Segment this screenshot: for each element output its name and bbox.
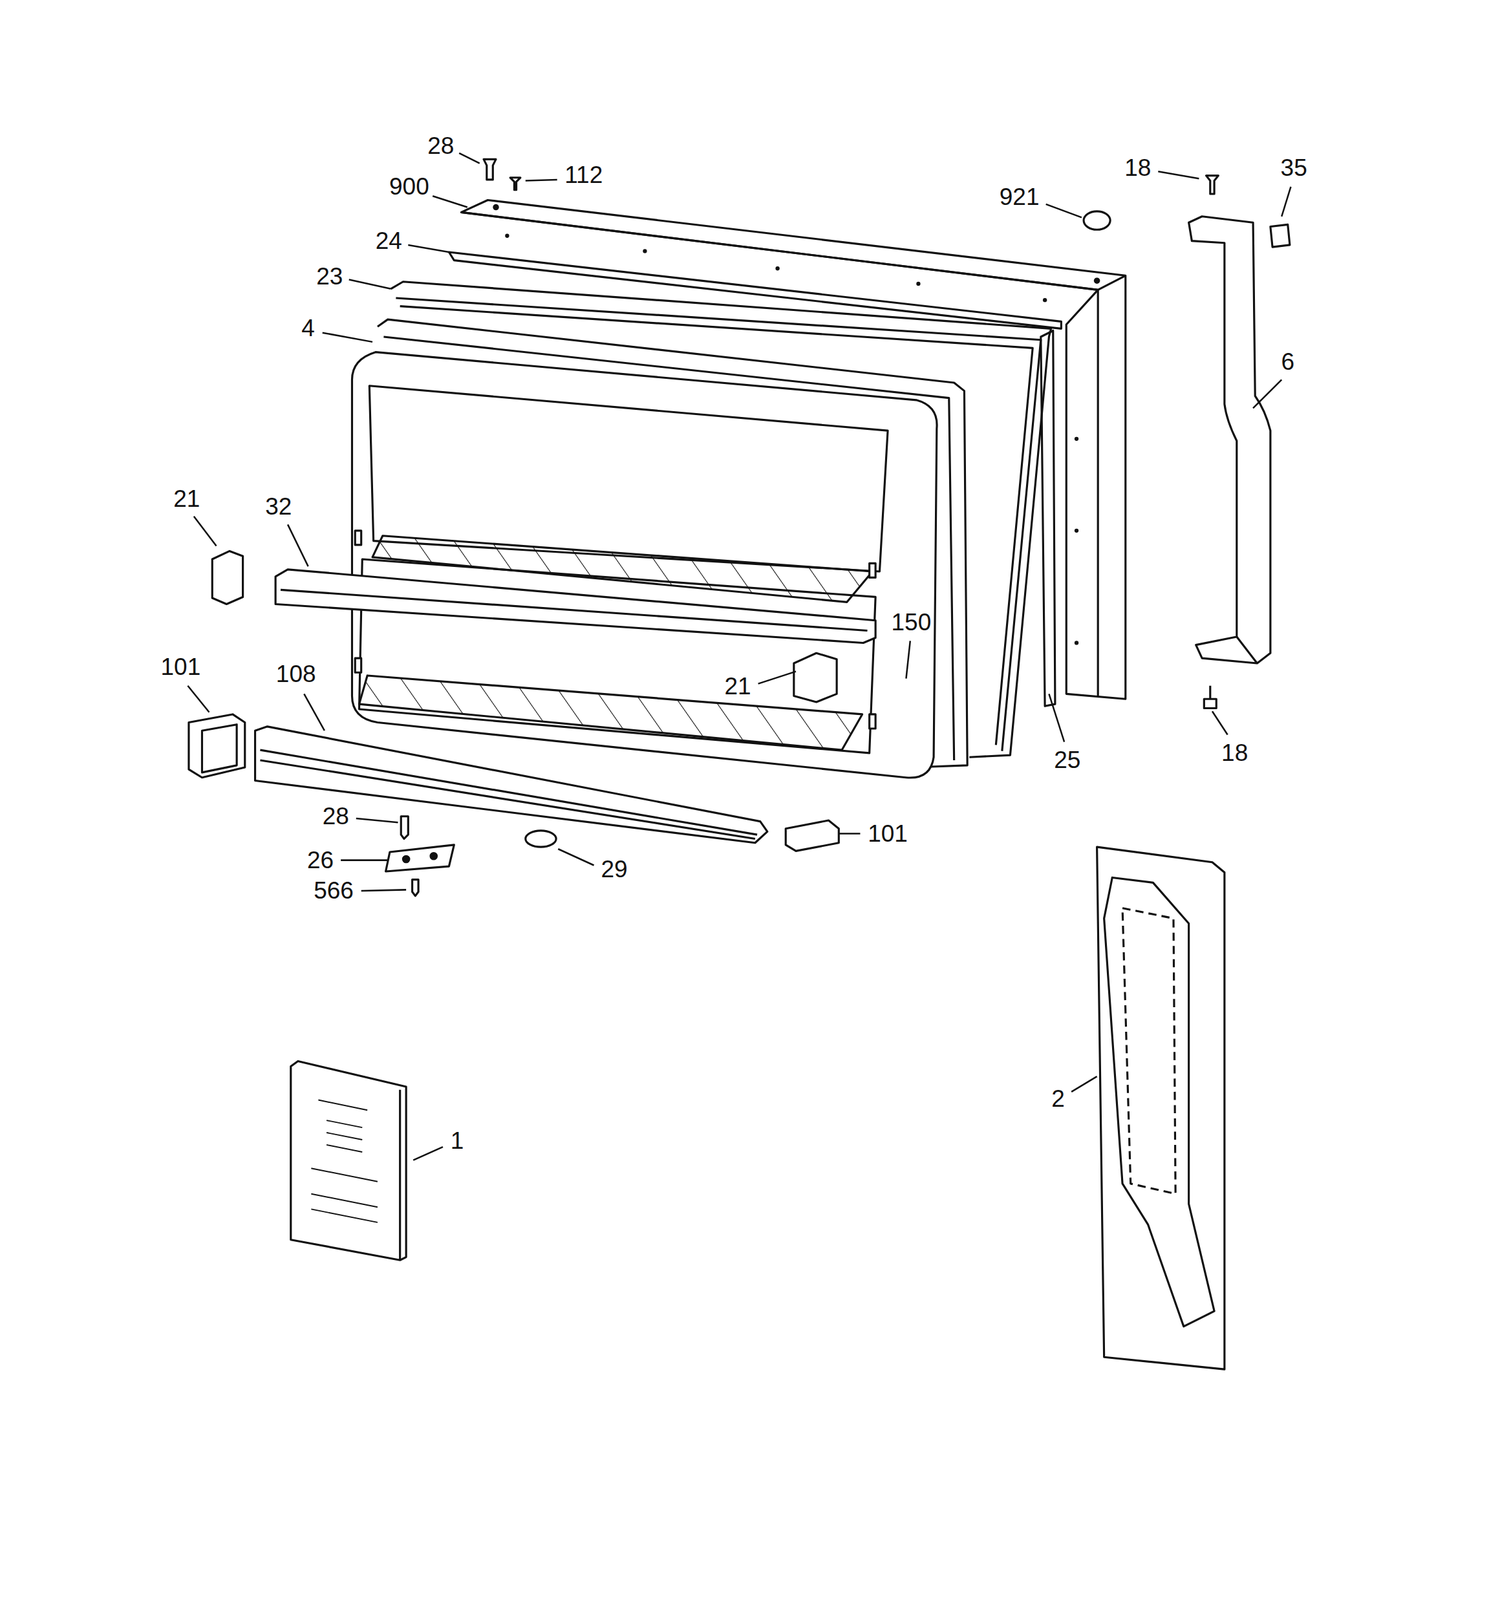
callout-wrapper: 28 (320, 803, 352, 830)
callout-wrapper: 108 (274, 661, 319, 688)
callout-wrapper: 900 (387, 173, 432, 201)
callout-wrapper: 6 (1278, 349, 1297, 376)
callout-wrapper: 566 (311, 878, 356, 905)
callout-number: 112 (562, 162, 605, 189)
callout-number: 2 (1049, 1086, 1067, 1113)
callout-number: 900 (387, 173, 432, 201)
callout-wrapper: 150 (889, 609, 933, 637)
callout-wrapper: 26 (305, 846, 336, 874)
callout-wrapper: 35 (1278, 155, 1310, 182)
callout-number: 21 (722, 673, 753, 701)
callout-number: 29 (599, 856, 630, 883)
callout-number: 24 (373, 227, 405, 255)
callout-wrapper: 32 (263, 493, 294, 521)
callout-wrapper: 4 (299, 315, 317, 343)
callout-number: 23 (314, 263, 345, 290)
callout-wrapper: 21 (722, 673, 753, 701)
callout-wrapper: 1 (448, 1127, 467, 1155)
callout-number: 28 (425, 132, 456, 160)
callout-wrapper: 921 (997, 183, 1042, 211)
callout-number: 32 (263, 493, 294, 521)
callout-wrapper: 24 (373, 227, 405, 255)
callout-wrapper: 112 (562, 162, 605, 189)
callout-wrapper: 23 (314, 263, 345, 290)
callout-wrapper: 101 (158, 654, 203, 681)
callout-number: 108 (274, 661, 319, 688)
callout-number: 35 (1278, 155, 1310, 182)
callout-number: 1 (448, 1127, 467, 1155)
callout-number: 25 (1051, 747, 1083, 774)
callout-number: 4 (299, 315, 317, 343)
callout-wrapper: 2 (1049, 1086, 1067, 1113)
callout-number: 18 (1122, 155, 1153, 182)
callout-wrapper: 18 (1219, 740, 1250, 767)
callout-wrapper: 25 (1051, 747, 1083, 774)
callout-number: 6 (1278, 349, 1297, 376)
callout-wrapper: 29 (599, 856, 630, 883)
callout-wrapper: 21 (171, 486, 202, 513)
callout-wrapper: 28 (425, 132, 456, 160)
callout-number: 150 (889, 609, 933, 637)
leader-lines (187, 153, 1291, 1161)
callout-number: 101 (158, 654, 203, 681)
callout-number: 21 (171, 486, 202, 513)
callout-number: 101 (865, 820, 910, 847)
callout-number: 921 (997, 183, 1042, 211)
door-parts (188, 159, 1290, 1370)
callout-wrapper: 101 (865, 820, 910, 847)
callout-wrapper: 18 (1122, 155, 1153, 182)
callout-number: 28 (320, 803, 352, 830)
callout-number: 566 (311, 878, 356, 905)
callout-number: 26 (305, 846, 336, 874)
callout-number: 18 (1219, 740, 1250, 767)
